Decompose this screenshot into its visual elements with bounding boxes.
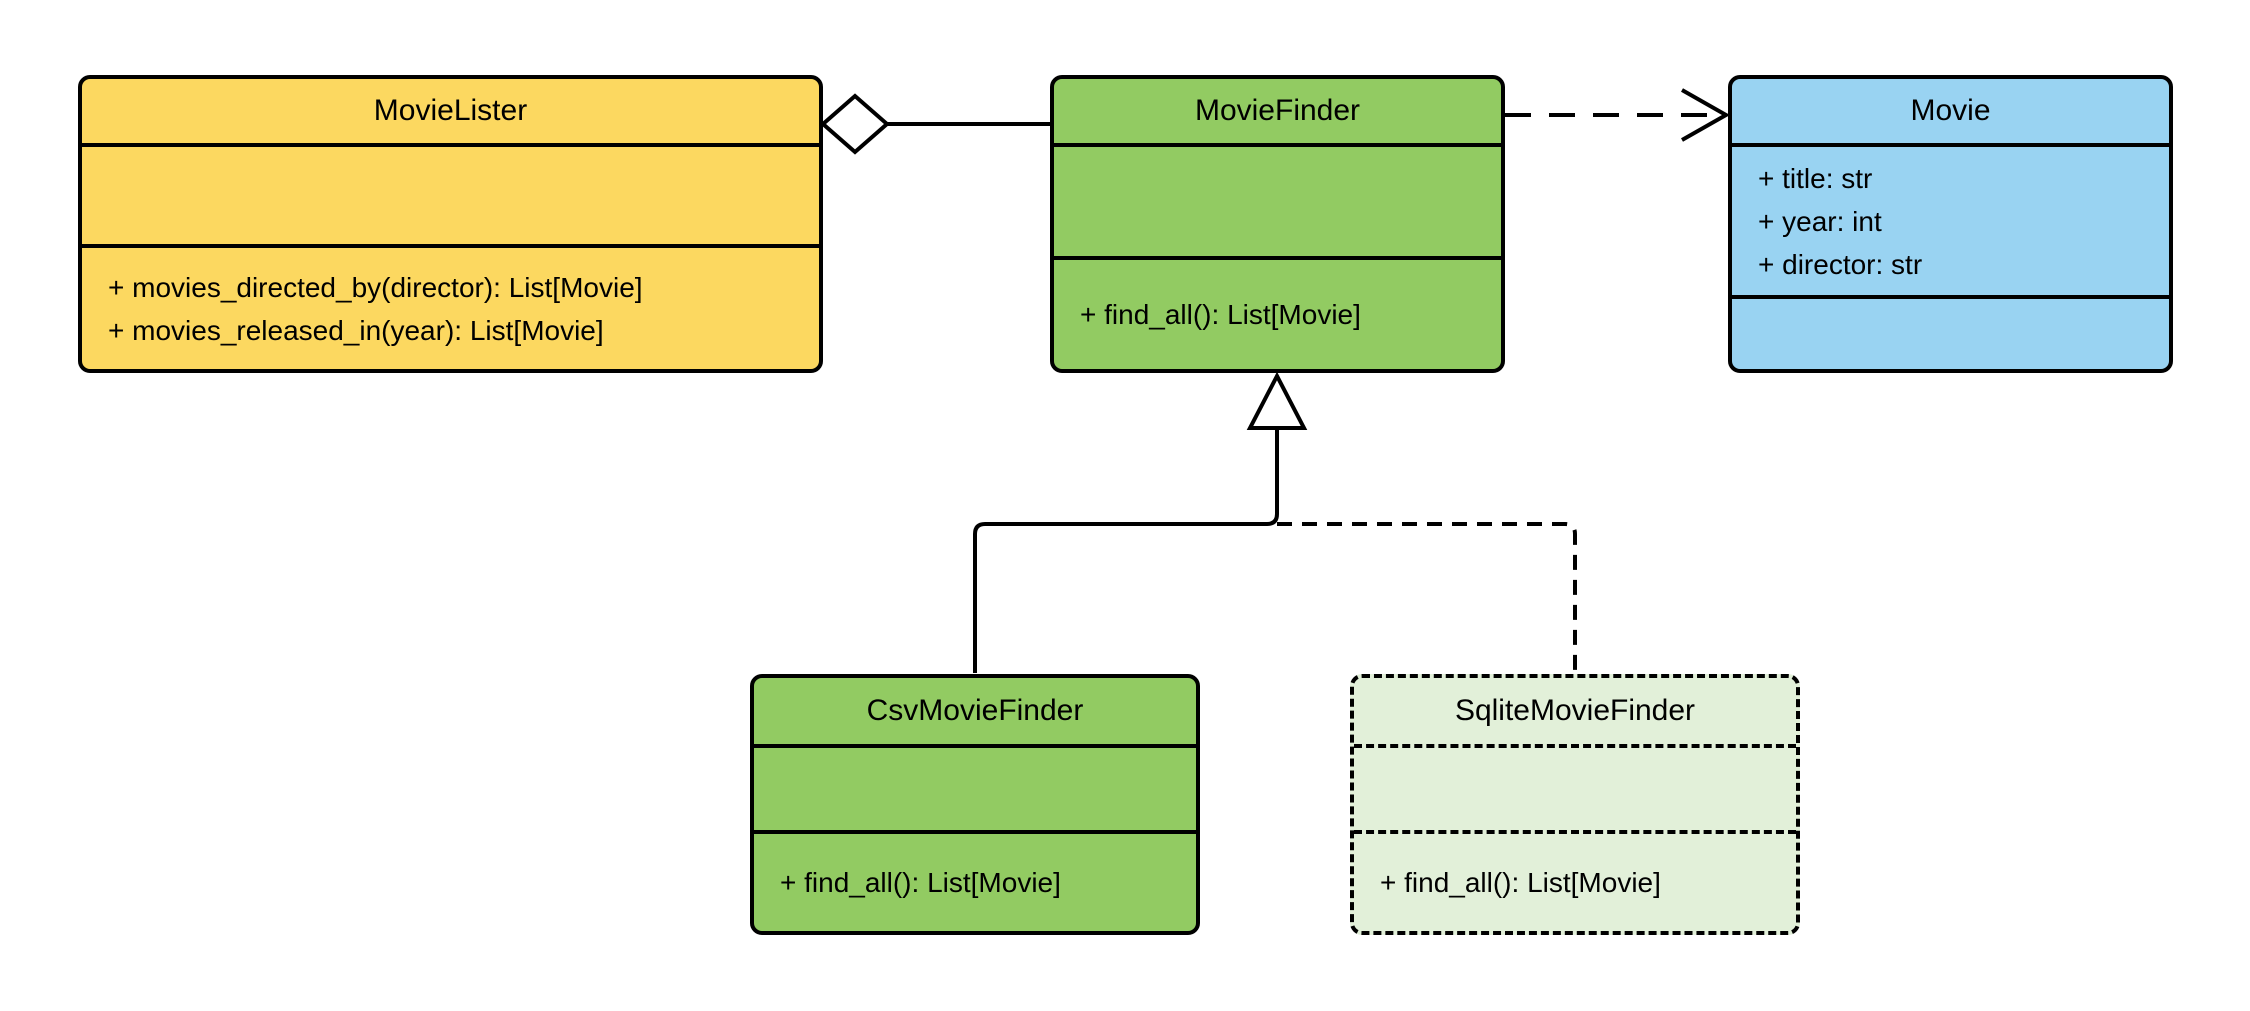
moviefinder-title-compartment: MovieFinder	[1054, 79, 1501, 143]
method-item: + movies_directed_by(director): List[Mov…	[108, 271, 643, 303]
csvmoviefinder-title-compartment: CsvMovieFinder	[754, 678, 1196, 744]
class-name: MovieFinder	[1194, 94, 1361, 127]
attribute-item: + title: str	[1758, 162, 1873, 194]
class-name: CsvMovieFinder	[866, 694, 1084, 727]
class-name: SqliteMovieFinder	[1454, 694, 1696, 727]
moviefinder-attributes-compartment	[1054, 143, 1501, 256]
csvmoviefinder-methods-compartment: + find_all(): List[Movie]	[754, 830, 1196, 931]
class-box-movie: Movie + title: str + year: int + directo…	[1728, 75, 2173, 373]
method-item: + find_all(): List[Movie]	[780, 867, 1061, 898]
method-item: + find_all(): List[Movie]	[1380, 867, 1661, 898]
class-box-sqlitemoviefinder: SqliteMovieFinder + find_all(): List[Mov…	[1350, 674, 1800, 935]
class-box-moviefinder: MovieFinder + find_all(): List[Movie]	[1050, 75, 1505, 373]
sqlitemoviefinder-methods-compartment: + find_all(): List[Movie]	[1354, 830, 1796, 931]
aggregation-diamond-icon	[819, 93, 891, 155]
attribute-item: + year: int	[1758, 205, 1882, 237]
sqlitemoviefinder-title-compartment: SqliteMovieFinder	[1354, 678, 1796, 744]
csvmoviefinder-attributes-compartment	[754, 744, 1196, 830]
movie-title-compartment: Movie	[1732, 79, 2169, 143]
moviefinder-methods-compartment: + find_all(): List[Movie]	[1054, 256, 1501, 369]
movie-attributes-compartment: + title: str + year: int + director: str	[1732, 143, 2169, 295]
class-name: Movie	[1910, 94, 1991, 127]
inheritance-triangle-icon	[1246, 371, 1308, 430]
class-box-csvmoviefinder: CsvMovieFinder + find_all(): List[Movie]	[750, 674, 1200, 935]
movielister-attributes-compartment	[82, 143, 819, 244]
method-item: + movies_released_in(year): List[Movie]	[108, 314, 604, 346]
movie-methods-compartment	[1732, 295, 2169, 369]
method-item: + find_all(): List[Movie]	[1080, 299, 1361, 330]
generalization-line-sqlite	[1277, 522, 1577, 673]
class-box-movielister: MovieLister + movies_directed_by(directo…	[78, 75, 823, 373]
class-name: MovieLister	[373, 94, 528, 127]
dependency-open-arrowhead-icon	[1681, 88, 1731, 142]
generalization-line-csv	[973, 428, 1279, 673]
movielister-methods-compartment: + movies_directed_by(director): List[Mov…	[82, 244, 819, 369]
sqlitemoviefinder-attributes-compartment	[1354, 744, 1796, 830]
attribute-item: + director: str	[1758, 248, 1923, 280]
movielister-title-compartment: MovieLister	[82, 79, 819, 143]
